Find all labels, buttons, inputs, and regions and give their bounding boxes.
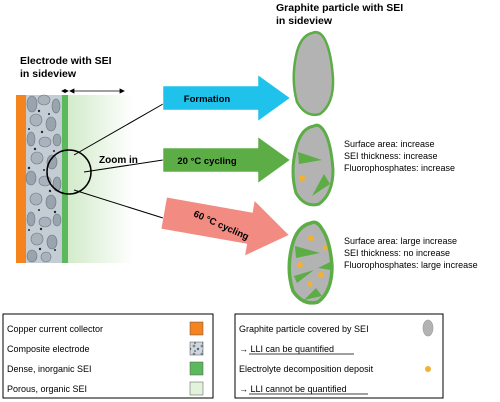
info-60c-line1: Surface area: large increase xyxy=(344,236,457,246)
arrow-formation: Formation xyxy=(162,74,291,122)
zoom-indicator: Zoom in xyxy=(46,103,164,219)
info-20c-line3: Fluorophosphates: increase xyxy=(344,163,455,173)
arrow-formation-label: Formation xyxy=(184,94,231,105)
legend-particle-swatch xyxy=(422,319,434,337)
legend-dense-label: Dense, inorganic SEI xyxy=(7,364,92,374)
particle-60c xyxy=(287,220,334,305)
arrow-20c-cycling: 20 °C cycling xyxy=(162,136,291,184)
zoom-circle xyxy=(46,149,92,195)
deposit-dot xyxy=(322,245,328,251)
legend-dense-swatch xyxy=(189,361,204,376)
deposit-dot xyxy=(318,272,324,278)
legend-lli-cannot-label: → LLI cannot be quantified xyxy=(239,384,347,394)
deposit-dot xyxy=(297,262,303,268)
legend-deposit-swatch xyxy=(425,366,431,372)
arrow-20c-label: 20 °C cycling xyxy=(177,156,236,167)
legend-particle-label: Graphite particle covered by SEI xyxy=(239,324,369,334)
arrow-60c-cycling: 60 °C cycling xyxy=(160,197,290,257)
legend-lli-can-label: → LLI can be quantified xyxy=(239,344,334,354)
legend-left: Copper current collector Composite elect… xyxy=(2,313,214,399)
particle-formation xyxy=(292,30,335,116)
legend-porous-swatch xyxy=(189,381,204,396)
legend-copper-swatch xyxy=(189,321,204,336)
copper-current-collector xyxy=(16,95,26,263)
legend-composite-swatch xyxy=(189,341,204,356)
legend-copper-label: Copper current collector xyxy=(7,324,103,334)
particle-20c xyxy=(291,123,335,207)
dense-sei-layer xyxy=(62,95,68,263)
title-right-line1: Graphite particle with SEI xyxy=(276,2,403,14)
legend-porous-label: Porous, organic SEI xyxy=(7,384,87,394)
porous-sei-layer xyxy=(62,95,134,263)
info-60c: Surface area: large increase SEI thickne… xyxy=(344,236,478,270)
zoom-label: Zoom in xyxy=(99,155,138,166)
composite-electrode xyxy=(25,94,62,263)
info-60c-line2: SEI thickness: no increase xyxy=(344,248,450,258)
title-left-line1: Electrode with SEI xyxy=(20,55,112,67)
info-20c-line1: Surface area: increase xyxy=(344,139,435,149)
deposit-dot xyxy=(298,174,306,182)
legend-right-box xyxy=(234,313,444,399)
info-60c-line3: Fluorophosphates: large increase xyxy=(344,260,478,270)
info-20c: Surface area: increase SEI thickness: in… xyxy=(344,139,455,173)
title-left-line2: in sideview xyxy=(20,68,77,80)
info-20c-line2: SEI thickness: increase xyxy=(344,151,438,161)
legend-deposit-label: Electrolyte decomposition deposit xyxy=(239,364,374,374)
legend-composite-label: Composite electrode xyxy=(7,344,90,354)
electrode-cross-section xyxy=(16,88,134,263)
deposit-dot xyxy=(307,281,313,287)
thickness-indicators xyxy=(61,88,125,94)
title-right-line2: in sideview xyxy=(276,15,333,27)
legend-left-box xyxy=(2,313,214,399)
legend-right: Graphite particle covered by SEI → LLI c… xyxy=(234,313,444,399)
deposit-dot xyxy=(308,235,314,241)
